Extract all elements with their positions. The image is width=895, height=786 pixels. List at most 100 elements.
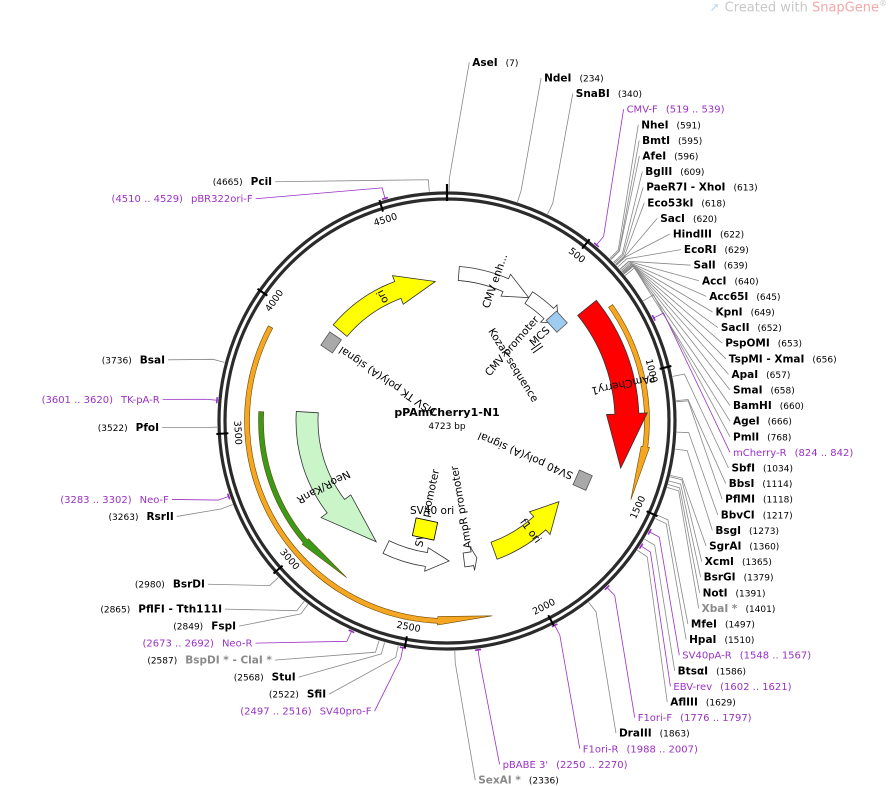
site-pbabe-3[interactable]: pBABE 3'(2250 .. 2270) [503, 760, 628, 771]
site-hindiii[interactable]: HindIII(622) [673, 229, 744, 241]
site-bbsi[interactable]: BbsI(1114) [729, 478, 793, 490]
site-position: (591) [677, 121, 701, 131]
site-f1ori-r[interactable]: F1ori-R(1988 .. 2007) [583, 744, 698, 755]
leader-pmli [642, 294, 731, 437]
site-afliii[interactable]: AflIII(1629) [670, 697, 736, 709]
site-labels: AseI (7) NdeI(234) SnaBI(340) CMV-F(519 .. 5… [42, 57, 854, 786]
site-name: TspMI - XmaI [729, 353, 805, 365]
site-sfii[interactable]: (2522)SfiI [269, 689, 326, 701]
feature-f1-ori[interactable] [490, 501, 560, 560]
site-name: SalI [694, 260, 716, 272]
site-bamhi[interactable]: BamHI(660) [733, 400, 804, 412]
site-position: (653) [778, 340, 802, 350]
site-apai[interactable]: ApaI(657) [732, 369, 791, 381]
site-xbai[interactable]: XbaI *(1401) [702, 603, 776, 615]
site-ecori[interactable]: EcoRI(629) [684, 244, 749, 256]
site-neo-f[interactable]: (3283 .. 3302)Neo-F [60, 495, 169, 506]
site-sgrai[interactable]: SgrAI(1360) [709, 541, 779, 553]
site-hpai[interactable]: HpaI(1510) [689, 634, 754, 646]
site-cmv-f[interactable]: CMV-F(519 .. 539) [627, 105, 725, 116]
site-agei[interactable]: AgeI(666) [733, 416, 792, 428]
site-position: (7) [506, 59, 519, 69]
leader-noti [667, 484, 700, 593]
site-bbvci[interactable]: BbvCI(1217) [721, 509, 793, 521]
site-stui[interactable]: (2568)StuI [234, 672, 296, 684]
site-pflfi-tth111i[interactable]: (2865)PflFI - Tth111I [100, 604, 222, 616]
site-sbfi[interactable]: SbfI(1034) [731, 463, 793, 475]
site-snabi[interactable]: SnaBI(340) [576, 88, 642, 100]
leader-sv40pa-r [648, 531, 680, 656]
site-bglii[interactable]: BglII(609) [645, 166, 704, 178]
site-noti[interactable]: NotI(1391) [703, 587, 766, 599]
site-acci[interactable]: AccI(640) [702, 275, 759, 287]
site-pbr322ori-f[interactable]: (4510 .. 4529)pBR322ori-F [112, 194, 253, 205]
site-xcmi[interactable]: XcmI(1365) [705, 556, 772, 568]
site-name: PflFI - Tth111I [138, 604, 222, 616]
site-bts-i[interactable]: BtsαI(1586) [678, 665, 746, 677]
leader-asei [448, 62, 470, 192]
site-f1ori-f[interactable]: F1ori-F(1776 .. 1797) [638, 713, 752, 724]
feature-cmv-enh[interactable] [457, 266, 530, 299]
site-fspi[interactable]: (2849)FspI [173, 621, 236, 633]
site-sali[interactable]: SalI(639) [694, 260, 748, 272]
site-saci[interactable]: SacI(620) [660, 213, 717, 225]
annotation-arc [258, 411, 347, 578]
site-name: AseI [472, 57, 497, 69]
site-asei[interactable]: AseI (7) [472, 57, 518, 69]
site-paer7i-xhoi[interactable]: PaeR7I - XhoI(613) [646, 182, 757, 194]
primer-mark [348, 629, 355, 634]
site-nhei[interactable]: NheI (591) [641, 119, 701, 131]
site-name: NheI [641, 119, 668, 131]
site-neo-r[interactable]: (2673 .. 2692)Neo-R [143, 639, 253, 650]
feature-ampr-promoter[interactable] [462, 546, 478, 571]
site-position: (4665) [213, 178, 243, 188]
site-sv40pa-r[interactable]: SV40pA-R(1548 .. 1567) [682, 651, 811, 662]
site-acc65i[interactable]: Acc65I(645) [709, 291, 780, 303]
feature-mcs[interactable] [545, 310, 568, 333]
site-ndei[interactable]: NdeI(234) [544, 73, 604, 85]
site-name: pBR322ori-F [191, 194, 253, 205]
feature-hsv-tk-poly-a-signal[interactable] [320, 331, 342, 354]
site-sacii[interactable]: SacII(652) [721, 322, 782, 334]
site-eco53ki[interactable]: Eco53kI(618) [647, 197, 725, 209]
feature-ori[interactable] [332, 275, 437, 337]
scale-tick-label: 500 [566, 246, 587, 266]
site-draiii[interactable]: DraIII(1863) [619, 728, 690, 740]
site-name: SbfI [731, 463, 755, 475]
site-name: BsrGI [704, 572, 736, 584]
site-bsgi[interactable]: BsgI(1273) [715, 525, 779, 537]
site-pfoi[interactable]: (3522)PfoI [98, 422, 159, 434]
site-bspdi-clai[interactable]: (2587)BspDI * - ClaI * [147, 655, 272, 667]
feature-neor-kanr[interactable] [295, 410, 378, 543]
site-ebv-rev[interactable]: EBV-rev(1602 .. 1621) [673, 682, 791, 693]
leader-cmv-f [595, 109, 624, 246]
site-bsrgi[interactable]: BsrGI(1379) [704, 572, 774, 584]
site-kpni[interactable]: KpnI(649) [716, 307, 775, 319]
site-pmli[interactable]: PmlI(768) [733, 431, 791, 443]
sv40-ori-box[interactable] [411, 517, 439, 541]
site-position: (1863) [660, 730, 690, 740]
kozak-tick [530, 342, 542, 351]
site-position: (2497 .. 2516) [240, 707, 312, 718]
site-pflmi[interactable]: PflMI(1118) [725, 494, 793, 506]
feature-sv40-poly-a-signal[interactable] [572, 469, 593, 491]
site-smai[interactable]: SmaI(658) [733, 385, 795, 397]
site-tspmi-xmai[interactable]: TspMI - XmaI(656) [729, 353, 837, 365]
leader-bamhi [623, 265, 731, 406]
site-name: Neo-F [140, 495, 170, 506]
site-tk-pa-r[interactable]: (3601 .. 3620)TK-pA-R [42, 395, 160, 406]
site-mcherry-r[interactable]: mCherry-R(824 .. 842) [733, 448, 853, 459]
site-bsrdi[interactable]: (2980)BsrDI [135, 579, 205, 591]
feature-pamcherry1[interactable] [577, 299, 648, 470]
site-sexai[interactable]: SexAI *(2336) [478, 775, 559, 786]
site-pspomi[interactable]: PspOMI(653) [725, 338, 802, 350]
site-mfei[interactable]: MfeI(1497) [691, 619, 755, 631]
site-afei[interactable]: AfeI(596) [642, 151, 698, 163]
site-bsai[interactable]: (3736)BsaI [102, 354, 165, 366]
site-position: (2587) [147, 657, 177, 667]
site-pcii[interactable]: (4665)PciI [213, 176, 272, 188]
site-sv40pro-f[interactable]: (2497 .. 2516)SV40pro-F [240, 707, 371, 718]
site-rsrii[interactable]: (3263)RsrII [109, 511, 174, 523]
site-bmti[interactable]: BmtI(595) [642, 135, 702, 147]
feature-sv40-promoter[interactable] [382, 540, 451, 572]
